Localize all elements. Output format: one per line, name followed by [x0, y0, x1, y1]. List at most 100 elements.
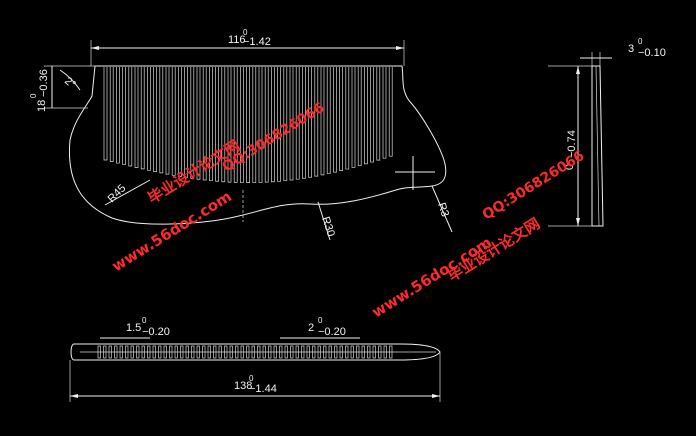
- bottom-slot: [323, 345, 327, 359]
- bottom-slot: [284, 345, 288, 359]
- comb-tooth: [140, 67, 145, 170]
- dim-top-width: 116 0 −1.42: [90, 28, 405, 66]
- comb-front-view: [68, 65, 447, 225]
- comb-tooth: [382, 67, 387, 159]
- bottom-slot: [317, 345, 321, 359]
- dim-side-height-base: 0: [564, 164, 576, 170]
- comb-tooth: [190, 67, 195, 179]
- comb-tooth: [357, 67, 362, 167]
- comb-tooth: [339, 67, 343, 172]
- dim-side-height-sub: −0.74: [566, 130, 578, 158]
- comb-tooth: [277, 67, 281, 182]
- bottom-slot: [136, 345, 140, 359]
- bottom-slot: [240, 345, 244, 359]
- bottom-slot: [235, 345, 239, 359]
- bottom-slot: [224, 345, 228, 359]
- bottom-slot: [185, 345, 189, 359]
- dim-thickness-sub: −0.10: [638, 47, 666, 59]
- comb-tooth: [178, 67, 182, 177]
- bottom-slot: [119, 345, 123, 359]
- bottom-slot: [372, 345, 376, 359]
- bottom-slot: [345, 345, 349, 359]
- comb-side-view: 3 0 −0.10 0 −0.74: [548, 37, 666, 227]
- bottom-slot: [158, 345, 162, 359]
- comb-tooth: [153, 67, 157, 172]
- comb-tooth: [159, 67, 164, 174]
- comb-tooth: [221, 67, 226, 183]
- bottom-slot: [213, 345, 217, 359]
- bottom-slot: [108, 345, 112, 359]
- comb-tooth: [227, 67, 232, 183]
- radius-r3: R3: [435, 201, 451, 218]
- dim-top-width-sup: 0: [243, 28, 248, 37]
- bottom-slot: [350, 345, 354, 359]
- comb-tooth: [103, 67, 108, 161]
- dim-pitch2-sub: −0.20: [318, 326, 346, 338]
- bottom-slot: [367, 345, 371, 359]
- comb-tooth: [109, 67, 114, 162]
- bottom-slot: [246, 345, 250, 359]
- comb-tooth: [302, 67, 306, 179]
- bottom-slot: [174, 345, 178, 359]
- comb-tooth: [333, 67, 337, 173]
- bottom-slot: [130, 345, 134, 359]
- bottom-slot: [147, 345, 151, 359]
- bottom-slot: [218, 345, 222, 359]
- dim-pitch1-sub: −0.20: [142, 326, 170, 338]
- comb-bottom-view: 1.5 0 −0.20 2 0 −0.20 138 0 −1.44: [69, 316, 441, 402]
- comb-tooth: [283, 67, 288, 182]
- comb-tooth: [246, 67, 250, 183]
- bottom-slot: [202, 345, 206, 359]
- bottom-slot: [103, 345, 107, 359]
- dim-left-height-sup: 0: [29, 93, 38, 98]
- bottom-slot: [169, 345, 173, 359]
- dim-top-width-base: 116: [228, 34, 246, 46]
- comb-tooth: [116, 67, 120, 164]
- dim-bottom-width-sub: −1.44: [249, 383, 277, 395]
- bottom-slot: [383, 345, 387, 359]
- bottom-slot: [141, 345, 145, 359]
- comb-teeth: [103, 67, 393, 183]
- bottom-slot: [279, 345, 283, 359]
- bottom-slot: [114, 345, 118, 359]
- comb-tooth: [252, 67, 257, 183]
- bottom-slot: [328, 345, 332, 359]
- dim-left-height-base: 18: [36, 100, 48, 112]
- bottom-slot: [152, 345, 156, 359]
- comb-tooth: [388, 67, 393, 157]
- dim-pitch1-sup: 0: [142, 316, 147, 325]
- comb-tooth: [258, 67, 263, 183]
- comb-tooth: [128, 67, 133, 167]
- bottom-slot: [312, 345, 316, 359]
- comb-tooth: [326, 67, 331, 174]
- bottom-slot: [196, 345, 200, 359]
- comb-tooth: [289, 67, 294, 181]
- comb-tooth: [345, 67, 350, 170]
- comb-tooth: [122, 67, 126, 165]
- bottom-slot: [356, 345, 360, 359]
- bottom-slot: [257, 345, 261, 359]
- dim-thickness-base: 3: [628, 43, 634, 55]
- comb-tooth: [215, 67, 219, 182]
- dim-pitch2-sup: 0: [318, 316, 323, 325]
- bottom-slot: [334, 345, 338, 359]
- bottom-slot: [229, 345, 233, 359]
- dim-top-width-sub: −1.42: [243, 36, 271, 48]
- bottom-slot: [207, 345, 211, 359]
- dim-thickness-sup: 0: [638, 37, 643, 46]
- bottom-slot: [191, 345, 195, 359]
- bottom-slot: [389, 345, 393, 359]
- bottom-slot: [361, 345, 365, 359]
- comb-tooth: [171, 67, 176, 176]
- comb-tooth: [165, 67, 170, 175]
- comb-tooth: [147, 67, 151, 171]
- bottom-slot: [251, 345, 255, 359]
- bottom-view-slots: [97, 345, 393, 359]
- bottom-slot: [295, 345, 299, 359]
- comb-tooth: [376, 67, 381, 161]
- dim-bottom-width-sup: 0: [249, 374, 254, 383]
- bottom-slot: [180, 345, 184, 359]
- comb-tooth: [351, 67, 356, 168]
- comb-outline: [68, 65, 447, 225]
